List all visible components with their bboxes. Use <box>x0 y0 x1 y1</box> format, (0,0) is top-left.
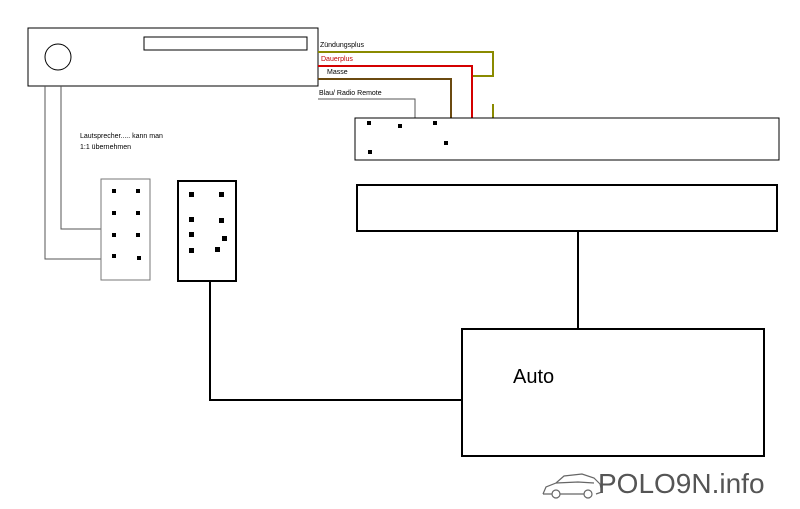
amp-pin <box>444 141 448 145</box>
auto-label: Auto <box>513 366 555 388</box>
power-wires <box>318 51 494 118</box>
dauerplus-wire <box>318 65 473 118</box>
radio-head-unit <box>27 27 319 87</box>
label-zuendungsplus: Zündungsplus <box>320 42 364 49</box>
note-lautsprecher-line1: Lautsprecher..... kann man <box>80 133 163 140</box>
radio-display <box>143 36 308 51</box>
amp-pin <box>368 150 372 154</box>
amp-pin <box>398 124 402 128</box>
note-lautsprecher-line2: 1:1 übernehmen <box>80 144 131 151</box>
vehicle-adapter-module <box>356 184 778 232</box>
amp-pin <box>367 121 371 125</box>
logo-text: POLO9N.info <box>598 468 765 499</box>
radio-knob-icon <box>44 43 72 71</box>
auto-box <box>461 328 765 457</box>
amp-pin <box>433 121 437 125</box>
vehicle-connector <box>177 180 237 282</box>
speaker-wires <box>44 86 101 260</box>
masse-wire <box>318 78 452 118</box>
remote-wire <box>318 98 416 118</box>
car-outline-icon <box>542 473 603 499</box>
vehicle-cables <box>209 231 579 401</box>
amplifier-module <box>354 117 780 161</box>
speaker-connector <box>100 178 151 281</box>
label-dauerplus: Dauerplus <box>321 56 353 63</box>
polo9n-logo: POLO9N.info <box>540 470 790 504</box>
label-remote: Blau/ Radio Remote <box>319 90 382 97</box>
label-masse: Masse <box>327 69 348 76</box>
